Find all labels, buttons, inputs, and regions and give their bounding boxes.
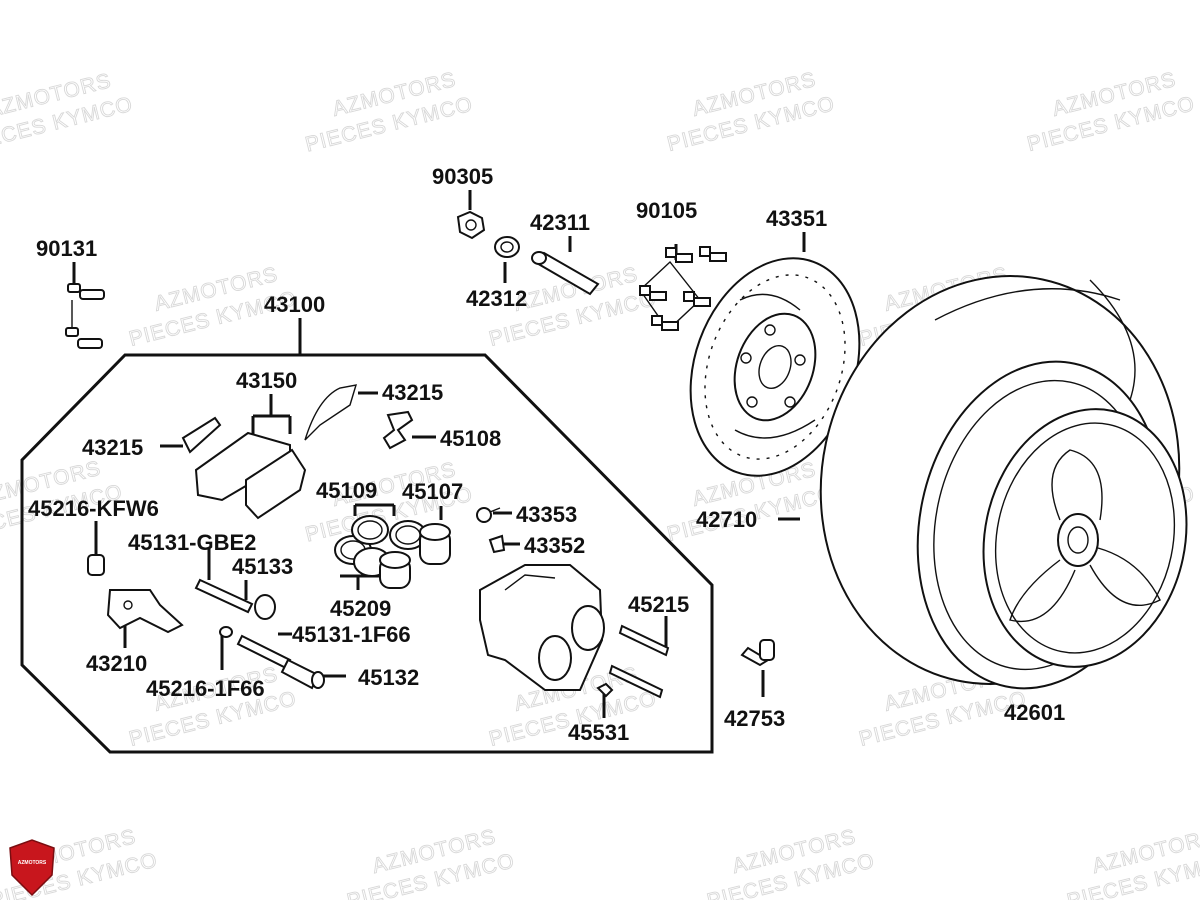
pins-45215	[608, 624, 670, 699]
bracket-43210	[106, 589, 184, 634]
wheel-rim-42601	[916, 360, 1188, 690]
pad-43150	[194, 431, 307, 520]
disc-bolts-90105	[639, 246, 727, 332]
label-45107: 45107	[402, 479, 463, 504]
valve-42753	[740, 639, 775, 667]
label-42710: 42710	[696, 507, 757, 532]
label-45131-gbe2: 45131-GBE2	[128, 530, 256, 555]
label-45133: 45133	[232, 554, 293, 579]
label-45215: 45215	[628, 592, 689, 617]
label-43215-right: 43215	[382, 380, 443, 405]
axle-42311	[531, 251, 600, 296]
logo-text: AZMOTORS	[18, 860, 47, 866]
pin-45131-gbe2	[194, 578, 254, 614]
label-42312: 42312	[466, 286, 527, 311]
label-43215-left: 43215	[82, 435, 143, 460]
label-42311: 42311	[530, 210, 590, 235]
azmotors-logo: AZMOTORS	[9, 839, 55, 897]
label-45108: 45108	[440, 426, 501, 451]
label-90305: 90305	[432, 164, 493, 189]
label-45131-1f66: 45131-1F66	[292, 622, 411, 647]
label-90131: 90131	[36, 236, 97, 261]
caliper-body	[479, 564, 605, 691]
boot-45133	[254, 594, 276, 620]
label-42601: 42601	[1004, 700, 1065, 725]
cap-45531	[596, 682, 614, 698]
label-45216-1f66: 45216-1F66	[146, 676, 265, 701]
label-42753: 42753	[724, 706, 785, 731]
label-45109: 45109	[316, 478, 377, 503]
label-45132: 45132	[358, 665, 419, 690]
caliper-assembly-outline	[20, 353, 714, 754]
label-43150: 43150	[236, 368, 297, 393]
label-43100: 43100	[264, 292, 325, 317]
bolt-90131	[65, 283, 105, 349]
pin-45131-1f66	[236, 634, 292, 670]
label-43210: 43210	[86, 651, 147, 676]
nut-90305	[456, 210, 486, 240]
label-45209: 45209	[330, 596, 391, 621]
label-90105: 90105	[636, 198, 697, 223]
label-45531: 45531	[568, 720, 629, 745]
bleeder-cap-43352	[488, 534, 506, 554]
bush-45216-1f66	[219, 626, 233, 638]
shield-icon	[9, 839, 55, 897]
shim-43215-right	[304, 384, 358, 441]
brake-disc-43351	[689, 257, 861, 477]
label-43353: 43353	[516, 502, 577, 527]
shim-43215-left	[181, 416, 222, 454]
collar-42312	[494, 236, 520, 258]
leader-lines	[72, 190, 806, 718]
bush-45216-kfw6	[87, 554, 105, 576]
bleeder-43353	[476, 507, 501, 523]
label-43351: 43351	[766, 206, 827, 231]
label-43352: 43352	[524, 533, 585, 558]
spring-clip-45108	[382, 410, 414, 450]
part-labels: 90305 42311 42312 90105 43351 90131 4310…	[28, 164, 1065, 745]
boot-45132	[280, 658, 325, 690]
label-45216-kfw6: 45216-KFW6	[28, 496, 159, 521]
pistons-45107	[379, 523, 451, 589]
